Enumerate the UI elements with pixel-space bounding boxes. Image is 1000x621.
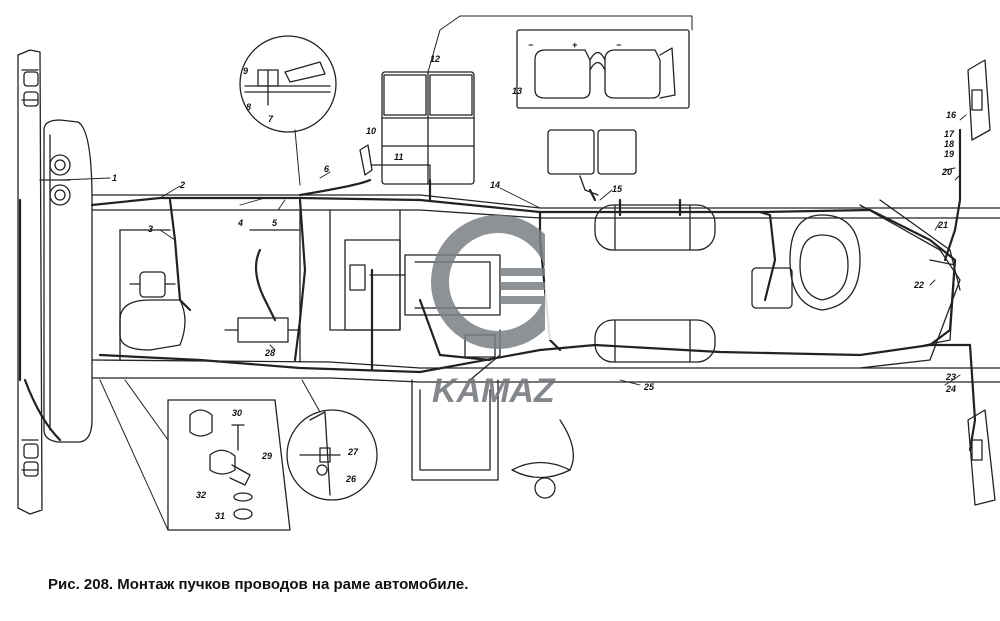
callout-23: 23	[945, 372, 956, 382]
air-tank-lower	[594, 319, 716, 363]
watermark-text: KAMAZ	[432, 372, 556, 410]
gearbox	[344, 239, 501, 331]
callout-1: 1	[112, 173, 117, 183]
callout-2: 2	[179, 180, 185, 190]
callout-6: 6	[324, 164, 330, 174]
battery-clamp-detail	[359, 144, 431, 181]
rear-light-right-bottom	[967, 409, 996, 506]
callout-leaders	[59, 114, 967, 386]
detail-box-clamp	[99, 379, 291, 531]
relay-boxes	[547, 129, 637, 196]
callout-12: 12	[430, 54, 440, 64]
callout-7: 7	[268, 114, 274, 124]
callout-13: 13	[512, 86, 522, 96]
callout-31: 31	[215, 511, 225, 521]
callout-30: 30	[232, 408, 242, 418]
callout-29: 29	[261, 451, 272, 461]
callout-10: 10	[366, 126, 376, 136]
callout-27: 27	[347, 447, 359, 457]
callout-28: 28	[264, 348, 275, 358]
callout-9: 9	[243, 66, 248, 76]
trailer-connector	[511, 419, 574, 499]
callout-19: 19	[944, 149, 954, 159]
callout-labels: 1 2 3 4 5 6 7 8 9 10 11 12 13 14 15 16 1…	[112, 54, 957, 521]
figure-caption: Рис. 208. Монтаж пучков проводов на раме…	[48, 576, 469, 593]
rear-light-right-top	[967, 59, 991, 141]
callout-21: 21	[937, 220, 948, 230]
callout-5: 5	[272, 218, 278, 228]
kamaz-watermark: KAMAZ	[431, 215, 565, 410]
detail-circle-bracket	[286, 379, 378, 501]
callout-20: 20	[941, 167, 952, 177]
callout-22: 22	[913, 280, 924, 290]
callout-15: 15	[612, 184, 623, 194]
callout-26: 26	[345, 474, 357, 484]
battery-minus-sign-2: −	[616, 40, 622, 50]
inset-leader-battery	[427, 15, 693, 73]
callout-32: 32	[196, 490, 206, 500]
callout-24: 24	[945, 384, 956, 394]
detail-circle-ground	[239, 35, 337, 186]
callout-11: 11	[394, 152, 403, 162]
callout-3: 3	[148, 224, 153, 234]
wiring-harness	[18, 128, 977, 452]
spare-wheel	[751, 214, 861, 311]
callout-16: 16	[946, 110, 957, 120]
callout-18: 18	[944, 139, 954, 149]
callout-17: 17	[944, 129, 955, 139]
radiator	[39, 119, 93, 443]
engine-block	[119, 271, 301, 351]
batteries	[381, 71, 475, 185]
callout-14: 14	[490, 180, 500, 190]
callout-8: 8	[246, 102, 251, 112]
battery-minus-sign: −	[528, 40, 534, 50]
battery-inset	[516, 29, 690, 109]
battery-plus-sign: +	[572, 40, 578, 50]
front-bumper	[17, 49, 43, 515]
callout-25: 25	[643, 382, 655, 392]
callout-4: 4	[237, 218, 243, 228]
